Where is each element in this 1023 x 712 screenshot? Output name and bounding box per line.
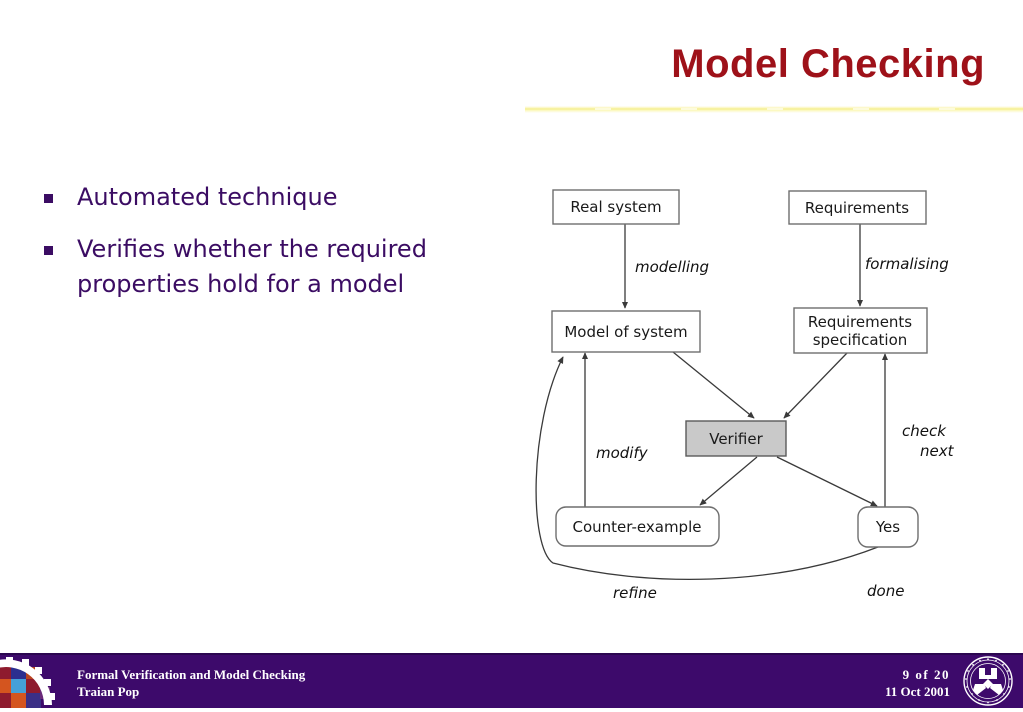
edge-label-formalising: formalising: [865, 255, 949, 273]
node-real-system: Real system: [552, 189, 680, 225]
edge-verifier-to-yes: [776, 456, 878, 507]
footer-bar: Formal Verification and Model Checking T…: [0, 655, 1023, 708]
edge-label-modelling: modelling: [635, 258, 709, 276]
edge-model-to-verifier: [672, 351, 755, 419]
footer-course-title: Formal Verification and Model Checking: [77, 667, 306, 682]
bullet-square-icon: [44, 194, 53, 203]
node-label: Model of system: [564, 323, 687, 341]
bullet-list: Automated technique Verifies whether the…: [44, 180, 464, 319]
edge-label-done: done: [867, 582, 904, 600]
node-label: Requirements: [805, 199, 909, 217]
title-underline-rule: [525, 106, 1023, 113]
node-verifier: Verifier: [685, 420, 787, 457]
edge-specification-to-verifier: [783, 352, 848, 419]
bullet-text: Automated technique: [77, 183, 338, 211]
edge-refine: [535, 356, 879, 581]
list-item: Automated technique: [44, 180, 464, 215]
node-label: Verifier: [709, 430, 763, 448]
node-label-line1: Requirements: [808, 313, 912, 331]
list-item: Verifies whether the required properties…: [44, 232, 464, 302]
footer-meta: 9 of 20 11 Oct 2001: [885, 666, 950, 700]
node-label: Real system: [570, 198, 661, 216]
mosaic-gear-logo-icon: [0, 655, 62, 708]
slide-date: 11 Oct 2001: [885, 684, 950, 699]
footer-divider: [0, 653, 1023, 655]
edge-label-next: next: [920, 442, 955, 460]
footer-author: Traian Pop: [77, 684, 140, 699]
university-seal-logo-icon: [959, 655, 1017, 707]
node-label-line2: specification: [813, 331, 908, 349]
node-requirements-specification: Requirements specification: [793, 307, 928, 354]
node-counter-example: Counter-example: [555, 506, 720, 547]
bullet-square-icon: [44, 246, 53, 255]
node-label: Counter-example: [573, 518, 702, 536]
edge-label-check: check: [902, 422, 947, 440]
bullet-text: Verifies whether the required properties…: [77, 235, 427, 298]
edge-label-modify: modify: [596, 444, 649, 462]
node-yes: Yes: [857, 506, 919, 548]
slide-number: 9 of 20: [902, 667, 950, 682]
footer-course-info: Formal Verification and Model Checking T…: [77, 666, 305, 700]
node-requirements: Requirements: [788, 190, 927, 225]
node-label: Yes: [875, 518, 900, 536]
model-checking-flow-diagram: Real system Requirements Model of system…: [525, 175, 995, 625]
page-title: Model Checking: [671, 42, 985, 86]
node-model-of-system: Model of system: [551, 310, 701, 353]
edge-label-refine: refine: [613, 584, 657, 602]
edge-verifier-to-counter-example: [699, 456, 758, 506]
